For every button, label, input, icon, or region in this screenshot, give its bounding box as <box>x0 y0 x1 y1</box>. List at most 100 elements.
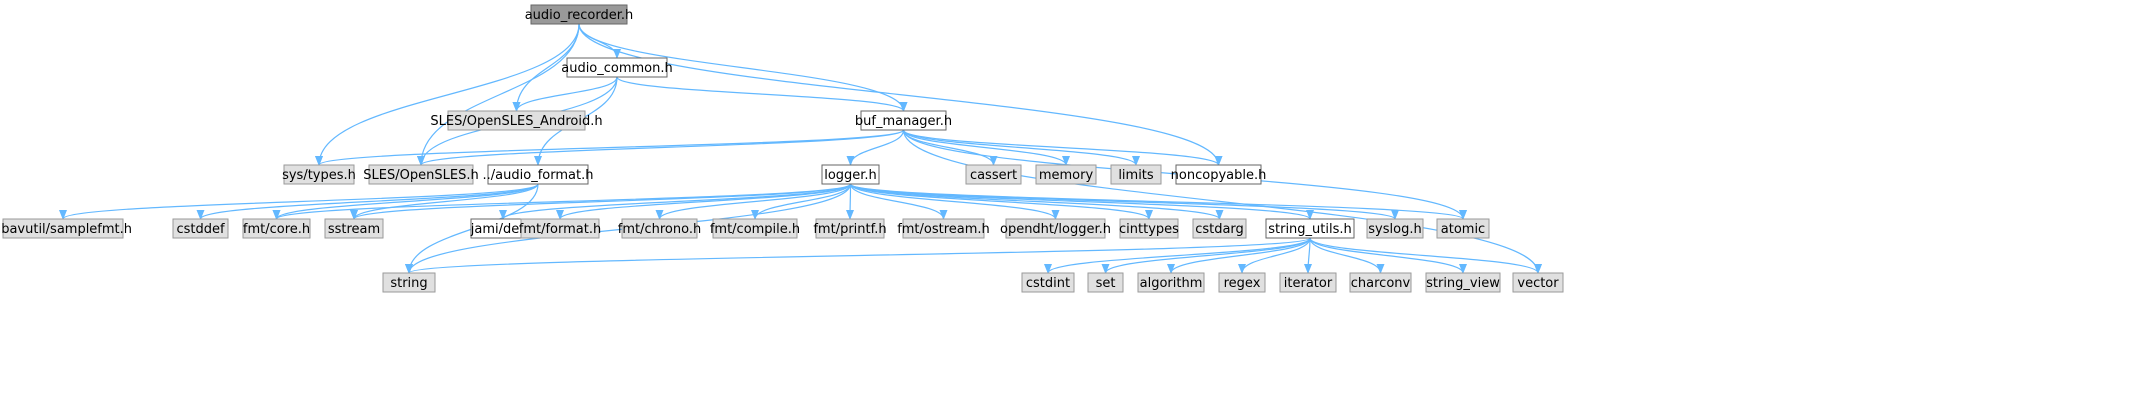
node-samplefmt: libavutil/samplefmt.h <box>0 218 132 239</box>
node-audio-common[interactable]: audio_common.h <box>561 57 673 78</box>
edge-audio_recorder-to-buf_manager <box>578 23 908 112</box>
node-box <box>902 218 985 239</box>
edge-audio_format-to-samplefmt <box>59 183 539 220</box>
node-box <box>324 218 384 239</box>
node-buf-manager[interactable]: buf_manager.h <box>855 110 952 131</box>
edge-buf_manager-to-sles <box>417 129 905 166</box>
edge-logger-to-sstream <box>350 183 852 220</box>
node-box <box>172 218 229 239</box>
edge-logger-to-fmt_ostream <box>849 183 948 220</box>
node-label: algorithm <box>1140 276 1203 291</box>
node-label: SLES/OpenSLES.h <box>363 168 478 183</box>
node-memory: memory <box>1035 164 1097 185</box>
node-label: string_view <box>1426 276 1500 291</box>
node-label: syslog.h <box>1368 222 1421 237</box>
node-charconv: charconv <box>1349 272 1412 293</box>
node-label: SLES/OpenSLES_Android.h <box>430 114 602 129</box>
edge-string_utils-to-charconv <box>1309 237 1385 274</box>
node-label: fmt/chrono.h <box>618 222 701 237</box>
node-label: fmt/printf.h <box>813 222 886 237</box>
node-box <box>860 110 947 131</box>
edge-string_utils-to-set <box>1101 237 1311 274</box>
node-box <box>1436 218 1490 239</box>
edge-audio_format-to-cstddef <box>196 183 539 220</box>
node-box <box>1119 218 1179 239</box>
edge-logger-to-syslog <box>849 183 1399 220</box>
node-box <box>1005 218 1106 239</box>
node-box <box>1366 218 1424 239</box>
edge-buf_manager-to-noncopyable <box>902 129 1223 166</box>
node-string-view: string_view <box>1425 272 1501 293</box>
node-audio-format[interactable]: ../audio_format.h <box>483 164 594 185</box>
edge-string_utils-to-string <box>405 237 1311 274</box>
edge-string_utils-to-regex <box>1238 237 1311 274</box>
node-label: regex <box>1224 276 1261 291</box>
edge-audio_format-to-sstream <box>350 183 539 220</box>
node-box <box>1265 218 1355 239</box>
node-label: sys/types.h <box>282 168 356 183</box>
node-label: buf_manager.h <box>855 114 952 129</box>
node-fmt-compile: fmt/compile.h <box>710 218 800 239</box>
node-box <box>1425 272 1501 293</box>
node-string-utils[interactable]: string_utils.h <box>1265 218 1355 239</box>
node-label: charconv <box>1351 276 1411 291</box>
node-label: fmt/format.h <box>519 222 601 237</box>
node-label: cstdint <box>1026 276 1070 291</box>
node-label: fmt/core.h <box>243 222 310 237</box>
node-label: limits <box>1118 168 1154 183</box>
node-label: vector <box>1517 276 1559 291</box>
node-fmt-ostream: fmt/ostream.h <box>897 218 990 239</box>
node-cassert: cassert <box>965 164 1022 185</box>
node-vector: vector <box>1512 272 1564 293</box>
node-noncopyable[interactable]: noncopyable.h <box>1171 164 1267 185</box>
edge-string_utils-to-string_view <box>1309 237 1467 274</box>
node-box <box>1279 272 1337 293</box>
node-fmt-chrono: fmt/chrono.h <box>618 218 701 239</box>
edge-audio_recorder-to-noncopyable <box>578 23 1223 166</box>
edge-logger-to-cstdarg <box>849 183 1224 220</box>
node-box <box>487 164 589 185</box>
node-box <box>1512 272 1564 293</box>
node-box <box>1021 272 1075 293</box>
node-cstdarg: cstdarg <box>1192 218 1247 239</box>
node-box <box>566 57 668 78</box>
node-sles: SLES/OpenSLES.h <box>363 164 479 185</box>
edge-buf_manager-to-vector <box>902 129 1542 274</box>
edge-logger-to-atomic <box>849 183 1467 220</box>
node-cinttypes: cinttypes <box>1119 218 1179 239</box>
node-label: libavutil/samplefmt.h <box>0 222 132 237</box>
node-box <box>712 218 798 239</box>
node-label: cstddef <box>176 222 225 237</box>
node-label: memory <box>1039 168 1094 183</box>
node-box <box>1192 218 1247 239</box>
node-sstream: sstream <box>324 218 384 239</box>
node-label: cstdarg <box>1195 222 1244 237</box>
node-label: jami/def.h <box>470 222 536 237</box>
node-label: fmt/ostream.h <box>897 222 990 237</box>
edge-audio_common-to-sles_android <box>512 76 618 112</box>
node-box <box>1035 164 1097 185</box>
node-box <box>447 110 586 131</box>
node-box <box>965 164 1022 185</box>
edge-audio_format-to-fmt_core <box>272 183 539 220</box>
node-fmt-format: fmt/format.h <box>519 218 601 239</box>
node-label: opendht/logger.h <box>1000 222 1111 237</box>
node-box <box>530 4 628 25</box>
node-label: noncopyable.h <box>1171 168 1267 183</box>
edge-buf_manager-to-limits <box>902 129 1140 166</box>
node-iterator: iterator <box>1279 272 1337 293</box>
node-label: set <box>1096 276 1116 291</box>
node-label: cinttypes <box>1119 222 1179 237</box>
edge-buf_manager-to-sys_types <box>315 129 905 166</box>
edge-string_utils-to-algorithm <box>1167 237 1311 274</box>
node-fmt-core: fmt/core.h <box>242 218 311 239</box>
edge-buf_manager-to-memory <box>902 129 1070 166</box>
edge-audio_common-to-buf_manager <box>616 76 908 112</box>
edge-logger-to-fmt_printf <box>846 183 855 220</box>
node-logger[interactable]: logger.h <box>821 164 880 185</box>
node-label: ../audio_format.h <box>483 168 594 183</box>
edge-string_utils-to-cstdint <box>1044 237 1311 274</box>
node-label: logger.h <box>824 168 877 183</box>
node-syslog: syslog.h <box>1366 218 1424 239</box>
